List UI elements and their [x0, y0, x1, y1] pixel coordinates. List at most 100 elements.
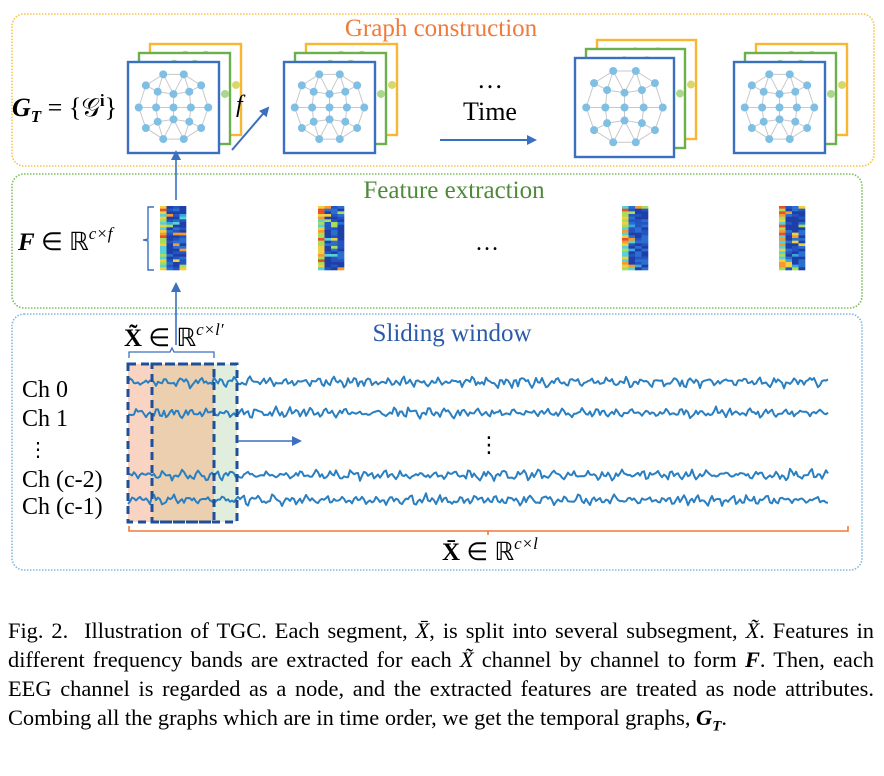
- feature-cell: [331, 243, 338, 247]
- feature-cell: [318, 256, 325, 260]
- feature-cell: [785, 224, 793, 228]
- graph-node: [639, 103, 648, 112]
- feature-cell: [337, 243, 345, 247]
- feature-cell: [318, 264, 325, 268]
- feature-ellipsis: …: [475, 230, 499, 256]
- graph-construction-title: Graph construction: [345, 15, 538, 42]
- feature-cell: [173, 206, 180, 209]
- feature-cell: [792, 222, 799, 225]
- feature-cell: [792, 211, 799, 215]
- feature-map: [160, 206, 187, 271]
- feature-cell: [318, 214, 325, 217]
- feature-cell: [622, 206, 629, 209]
- feature-cell: [785, 208, 793, 212]
- feature-cell: [173, 232, 180, 236]
- graph-node: [658, 103, 667, 112]
- graph-node: [297, 81, 306, 90]
- feature-cell: [337, 208, 345, 212]
- feature-cell: [635, 227, 642, 231]
- feature-cell: [179, 232, 187, 236]
- feature-cell: [173, 230, 180, 233]
- feature-cell: [798, 208, 806, 212]
- caption-xbar: X̄: [415, 618, 430, 643]
- graph-node: [590, 126, 599, 135]
- feature-cell: [160, 256, 167, 260]
- feature-cell: [635, 222, 642, 225]
- graph-node: [650, 126, 659, 135]
- feature-cell: [179, 235, 187, 239]
- feature-cell: [622, 251, 629, 255]
- graph-node: [582, 103, 591, 112]
- feature-cell: [785, 214, 793, 217]
- graph-node: [388, 80, 396, 89]
- feature-cell: [635, 248, 642, 252]
- feature-cell: [166, 227, 174, 231]
- graph-node: [620, 116, 629, 125]
- feature-cell: [160, 224, 167, 228]
- feature-cell: [160, 243, 167, 247]
- graph-stack: [732, 42, 849, 155]
- feature-cell: [337, 232, 345, 236]
- feature-cell: [160, 232, 167, 236]
- feature-cell: [792, 208, 799, 212]
- graph-node: [785, 70, 794, 79]
- graph-node: [185, 87, 194, 96]
- feature-cell: [792, 219, 799, 223]
- feature-cell: [318, 246, 325, 249]
- feature-cell: [628, 211, 636, 215]
- segment-lhs: X̄: [442, 539, 460, 566]
- feature-cell: [798, 227, 806, 231]
- feature-cell: [628, 230, 636, 233]
- feature-cell: [318, 259, 325, 263]
- feature-cell: [628, 248, 636, 252]
- feature-cell: [635, 238, 642, 241]
- graph-node: [315, 135, 324, 144]
- graph-node: [620, 88, 629, 97]
- feature-cell: [622, 222, 629, 225]
- feature-cell: [792, 254, 799, 257]
- segment-sup: c×l: [514, 534, 538, 553]
- graph-construction-panel: [11, 13, 875, 167]
- feature-cell: [622, 227, 629, 231]
- subsegment-rel: ∈ ℝ: [142, 325, 196, 352]
- feature-cell: [798, 246, 806, 249]
- feature-cell: [179, 238, 187, 241]
- feature-cell: [173, 259, 180, 263]
- graph-node: [315, 70, 324, 79]
- feature-cell: [324, 232, 332, 236]
- feature-cell: [331, 232, 338, 236]
- feature-cell: [318, 211, 325, 215]
- feature-cell: [622, 230, 629, 233]
- graph-node: [141, 124, 150, 133]
- feature-cell: [331, 235, 338, 239]
- feature-cell: [779, 208, 786, 212]
- feature-cell: [331, 214, 338, 217]
- graph-node: [152, 103, 161, 112]
- graph-node: [759, 87, 768, 96]
- feature-cell: [324, 254, 332, 257]
- window-region-1: [128, 364, 152, 522]
- feature-cell: [337, 267, 345, 271]
- graph-node: [765, 70, 774, 79]
- caption-text-2: , is split into several subsegment,: [429, 618, 746, 643]
- feature-cell: [622, 259, 629, 263]
- graph-edge: [624, 70, 637, 93]
- graph-node: [309, 87, 318, 96]
- feature-cell: [337, 224, 345, 228]
- feature-cell: [160, 211, 167, 215]
- feature-cell: [635, 232, 642, 236]
- feature-cell: [160, 262, 167, 265]
- graph-edge: [624, 120, 637, 143]
- feature-cell: [628, 208, 636, 212]
- caption-text-4: channel by channel to form: [473, 647, 745, 672]
- feature-cell: [337, 248, 345, 252]
- feature-cell: [798, 219, 806, 223]
- feature-cell: [798, 206, 806, 209]
- feature-cell: [166, 248, 174, 252]
- graph-node: [740, 103, 749, 112]
- feature-cell: [792, 227, 799, 231]
- feature-cell: [779, 238, 786, 241]
- caption-xtilde-2: X̃: [459, 647, 474, 672]
- feature-cell: [622, 238, 629, 241]
- feature-cell: [337, 254, 345, 257]
